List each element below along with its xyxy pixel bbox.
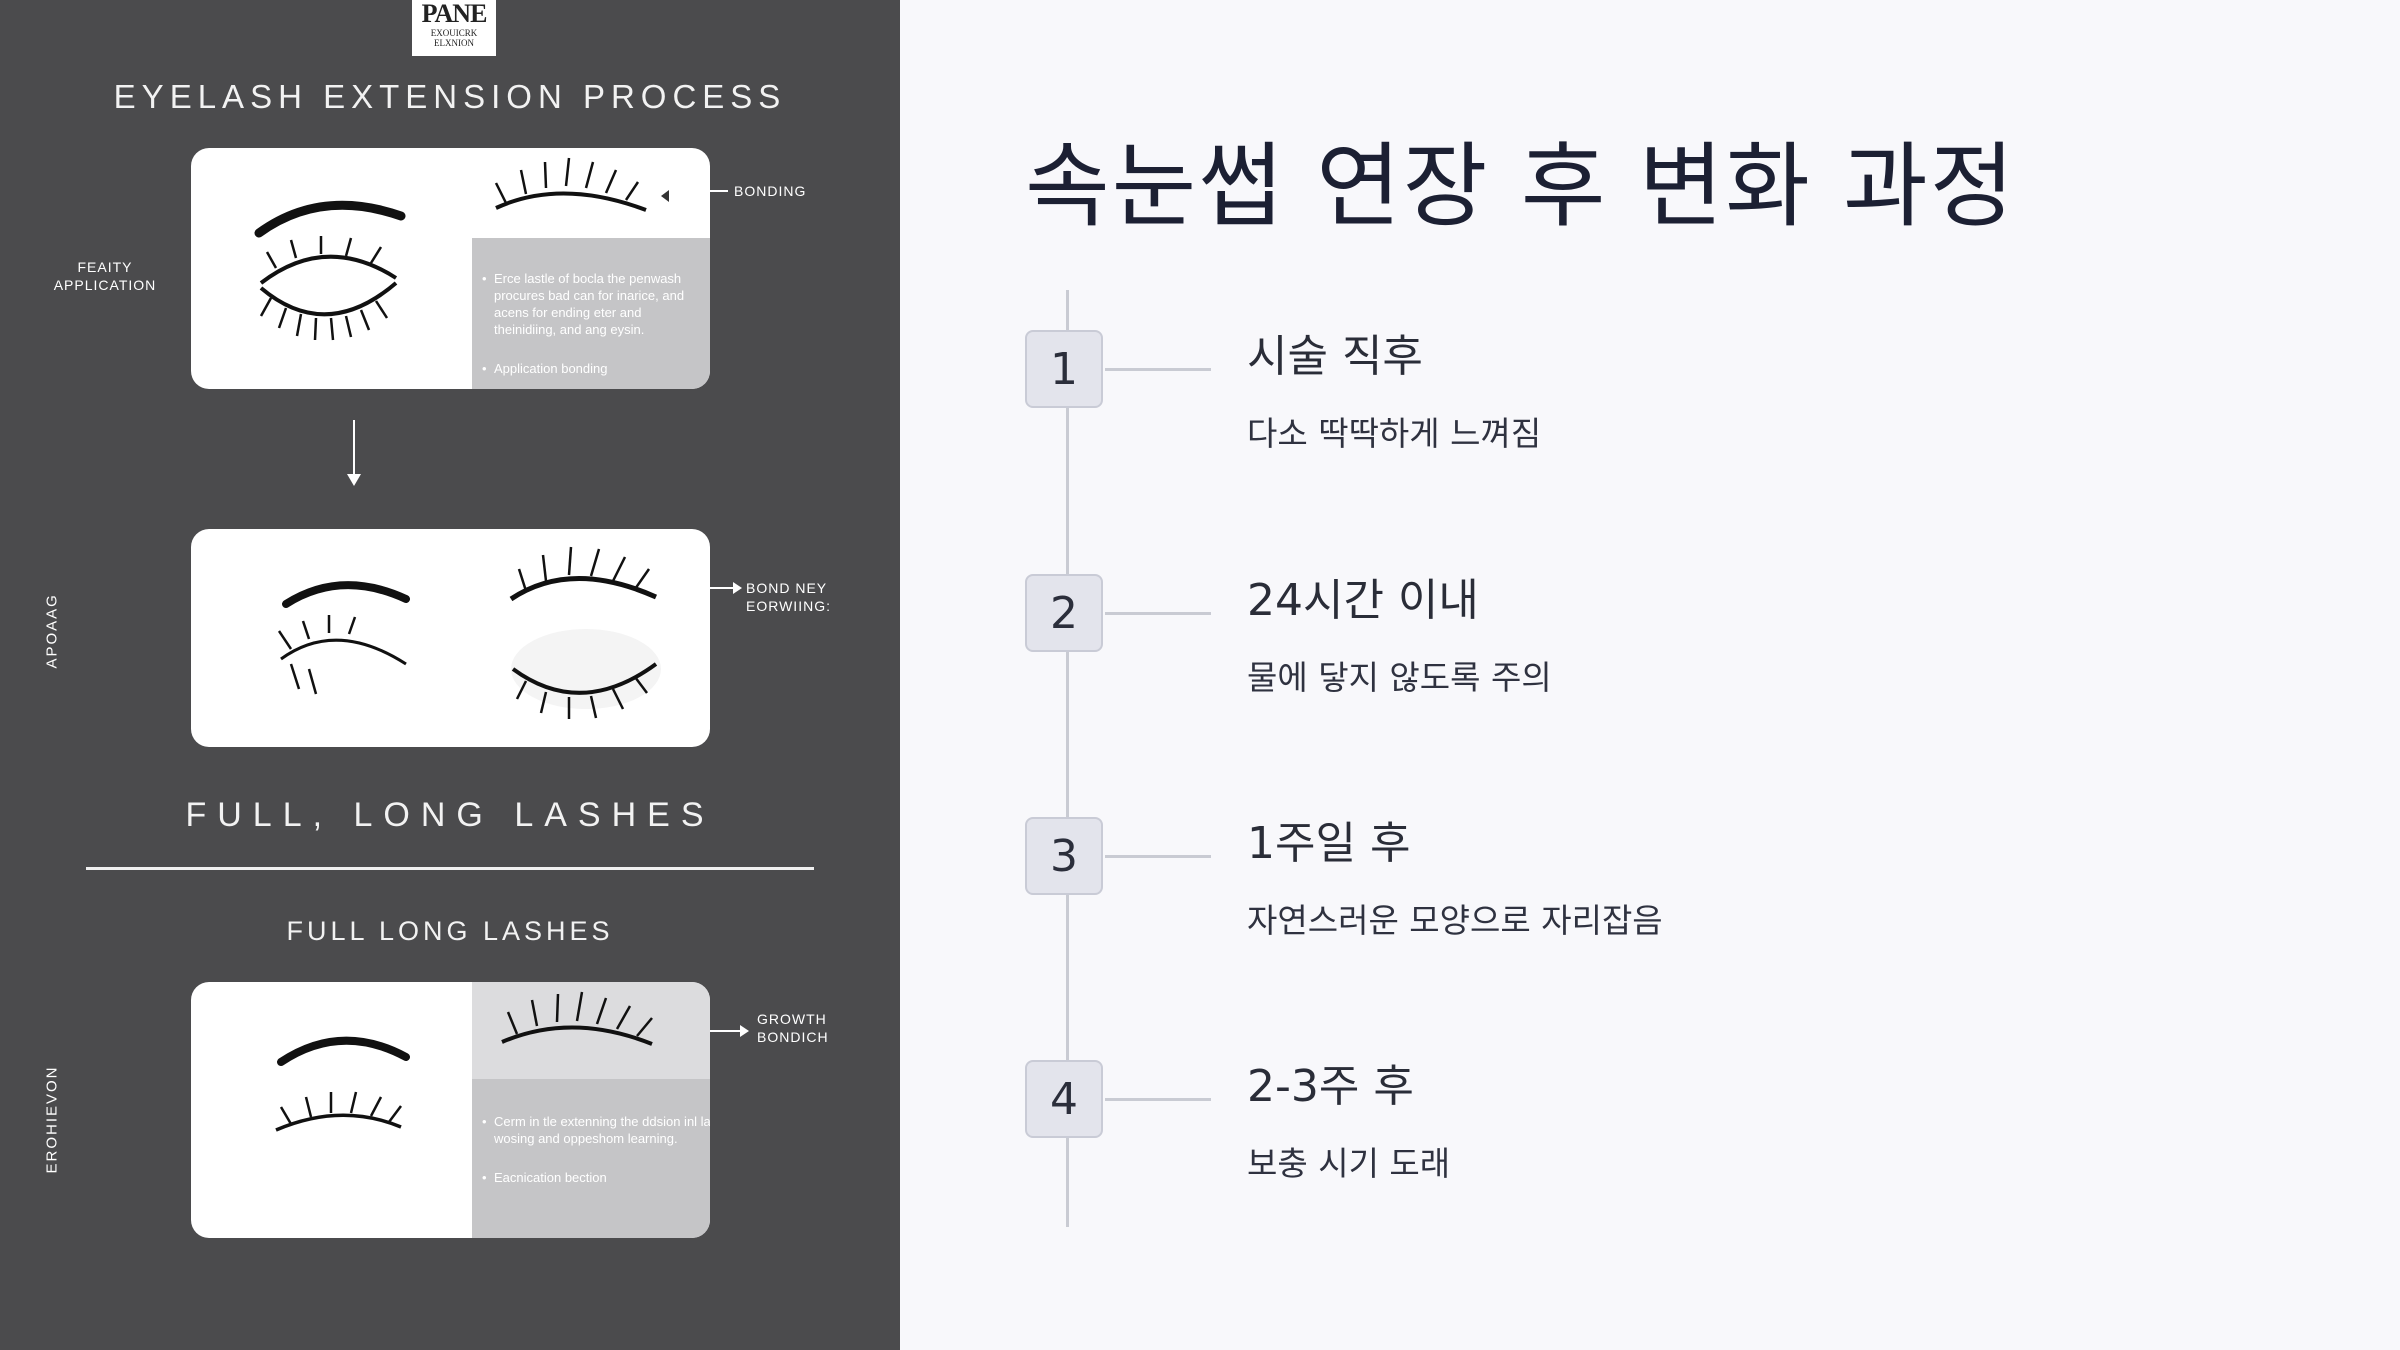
step-title: 2-3주 후 bbox=[1247, 1061, 1414, 1112]
full-long-lashes-subheading: FULL LONG LASHES bbox=[286, 916, 614, 946]
timeline-step-1: 1 시술 직후 다소 딱딱하게 느껴짐 bbox=[1025, 330, 2325, 453]
lash-growth-icon bbox=[501, 991, 653, 1046]
process-card-application: Erce lastle of bocla the penwash procure… bbox=[191, 148, 710, 389]
brand-logo: PANE EXOUICRK ELXNION bbox=[412, 0, 496, 56]
step-connector bbox=[1105, 612, 1211, 615]
timeline-step-2: 2 24시간 이내 물에 닿지 않도록 주의 bbox=[1025, 574, 2325, 697]
label-feaity-application: FEAITY APPLICATION bbox=[53, 259, 157, 293]
step-number-badge: 1 bbox=[1025, 330, 1103, 408]
step-number-badge: 3 bbox=[1025, 817, 1103, 895]
growth-notes: Cerm in tle extenning the ddsion inl las… bbox=[472, 1079, 710, 1238]
process-card-bonding bbox=[191, 529, 710, 747]
full-long-lashes-heading: FULL, LONG LASHES bbox=[185, 796, 715, 834]
step-title: 24시간 이내 bbox=[1247, 575, 1479, 626]
eye-illustration-icon bbox=[254, 157, 669, 341]
step-description: 물에 닿지 않도록 주의 bbox=[1247, 658, 1552, 697]
eyelash-infographic: PANE EXOUICRK ELXNION EYELASH EXTENSION … bbox=[0, 0, 900, 1350]
step-description: 다소 딱딱하게 느껴짐 bbox=[1247, 414, 1542, 453]
step-connector bbox=[1105, 368, 1211, 371]
step-description: 자연스러운 모양으로 자리잡음 bbox=[1247, 901, 1663, 940]
timeline-step-3: 3 1주일 후 자연스러운 모양으로 자리잡음 bbox=[1025, 817, 2325, 940]
timeline-step-4: 4 2-3주 후 보충 시기 도래 bbox=[1025, 1060, 2325, 1183]
label-apoaag: APOAAG bbox=[43, 593, 61, 669]
label-growth-bondich: GROWTH BONDICH bbox=[757, 1011, 829, 1045]
infographic-title: EYELASH EXTENSION PROCESS bbox=[113, 78, 787, 115]
step-connector bbox=[1105, 855, 1211, 858]
label-bond-ney: BOND NEY EORWIING: bbox=[746, 580, 831, 614]
label-erohievon: EROHIEVON bbox=[43, 1065, 61, 1174]
eye-pair-icon bbox=[277, 546, 661, 719]
step-description: 보충 시기 도래 bbox=[1247, 1144, 1451, 1183]
step-number-badge: 2 bbox=[1025, 574, 1103, 652]
step-number-badge: 4 bbox=[1025, 1060, 1103, 1138]
application-notes: Erce lastle of bocla the penwash procure… bbox=[472, 238, 710, 389]
step-connector bbox=[1105, 1098, 1211, 1101]
step-title: 1주일 후 bbox=[1247, 818, 1411, 869]
process-card-growth: Cerm in tle extenning the ddsion inl las… bbox=[191, 982, 710, 1238]
step-title: 시술 직후 bbox=[1247, 331, 1423, 382]
page-title: 속눈썹 연장 후 변화 과정 bbox=[1025, 133, 2017, 240]
growth-image-panel bbox=[472, 982, 710, 1079]
label-bonding: BONDING bbox=[734, 183, 807, 199]
divider bbox=[86, 867, 814, 870]
eye-growth-icon bbox=[275, 1036, 410, 1132]
timeline-line bbox=[1066, 290, 1069, 1227]
